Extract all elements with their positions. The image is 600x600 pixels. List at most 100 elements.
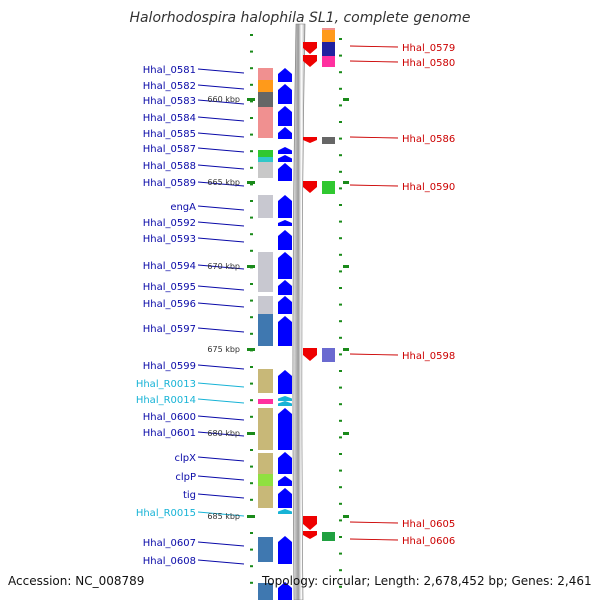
gene-label[interactable]: Hhal_R0013 [136,379,196,390]
position-label: 660 kbp [207,95,240,104]
forward-gene-arrow [278,127,292,139]
gene-label[interactable]: Hhal_0600 [143,412,196,423]
tick-mark [250,117,253,119]
gene-label[interactable]: Hhal_0580 [402,58,455,69]
leader-line [197,327,245,333]
tick-mark [339,320,342,323]
leader-line [197,205,245,211]
reverse-gene-arrow [303,42,317,54]
major-tick [247,265,255,268]
leader-line [349,521,399,524]
forward-gene-arrow [278,155,292,162]
leader-line [197,382,245,388]
gene-segment [322,42,335,56]
forward-gene-track [278,68,292,600]
gene-label[interactable]: Hhal_0595 [143,282,196,293]
forward-gene-arrow [278,316,292,346]
forward-gene-arrow [278,370,292,394]
gene-label[interactable]: Hhal_0606 [402,536,455,547]
gene-label[interactable]: Hhal_0592 [143,218,196,229]
leader-line [197,559,245,565]
scale-ticks [247,34,349,588]
leader-line [197,415,245,421]
leader-line [197,264,245,270]
genome-title: Halorhodospira halophila SL1, complete g… [129,10,471,26]
tick-mark [250,83,253,86]
tick-mark [339,170,342,173]
leader-line [349,538,399,541]
tick-mark [250,150,253,153]
accession-label: Accession: NC_008789 [8,574,145,588]
tick-mark [250,366,253,368]
leader-line [197,511,245,517]
gene-label[interactable]: Hhal_0594 [143,261,196,272]
tick-mark [250,465,253,468]
tick-mark [339,370,342,372]
gene-label[interactable]: Hhal_0596 [143,299,196,310]
tick-mark [250,449,253,451]
gene-segment [258,314,273,346]
forward-gene-arrow [278,147,292,154]
gene-label[interactable]: Hhal_0586 [402,134,455,145]
tick-mark [339,453,342,455]
gene-segment [258,296,273,314]
reverse-gene-arrow [303,516,317,530]
gene-segment [258,92,273,107]
gene-segment [322,348,335,362]
reverse-gene-arrow [303,181,317,193]
tick-mark [250,299,253,302]
tick-mark [339,121,342,123]
gene-label[interactable]: clpP [175,472,196,483]
gene-label[interactable]: clpX [175,453,197,464]
tick-mark [250,382,253,385]
backbone-track [292,23,306,600]
tick-mark [339,104,342,107]
gene-label[interactable]: Hhal_0608 [143,556,196,567]
gene-label[interactable]: Hhal_0587 [143,144,196,155]
gene-segment [258,453,273,474]
gene-label[interactable]: Hhal_0601 [143,428,196,439]
gene-label[interactable]: engA [170,202,196,213]
major-tick [343,432,349,435]
gene-segment [322,137,335,144]
tick-mark [339,469,342,472]
gene-label[interactable]: Hhal_0598 [402,351,455,362]
gene-label[interactable]: Hhal_R0014 [136,395,196,406]
gene-label[interactable]: Hhal_R0015 [136,508,196,519]
gene-label[interactable]: Hhal_0583 [143,96,196,107]
gene-label[interactable]: Hhal_0582 [143,81,196,92]
leader-line [197,99,245,105]
tick-mark [339,585,342,588]
gene-segment [258,583,273,600]
gene-label[interactable]: Hhal_0584 [143,113,196,124]
gene-segment [258,252,273,292]
gene-label[interactable]: Hhal_0605 [402,519,455,530]
gene-label[interactable]: Hhal_0607 [143,538,196,549]
reverse-gene-arrow [303,55,317,67]
tick-mark [339,38,342,40]
gene-label[interactable]: Hhal_0588 [143,161,196,172]
gene-label[interactable]: tig [183,490,196,501]
gene-label[interactable]: Hhal_0599 [143,361,196,372]
leader-line [197,493,245,499]
major-tick [343,348,349,351]
gene-label[interactable]: Hhal_0597 [143,324,196,335]
tick-mark [339,87,342,90]
gene-label[interactable]: Hhal_0585 [143,129,196,140]
tick-mark [250,183,253,186]
gene-label[interactable]: Hhal_0581 [143,65,196,76]
tick-mark [339,519,342,522]
tick-mark [250,532,253,534]
gene-label[interactable]: Hhal_0589 [143,178,196,189]
gene-label[interactable]: Hhal_0590 [402,182,455,193]
tick-mark [339,502,342,505]
tick-mark [250,498,253,501]
leader-line [197,431,245,437]
major-tick [247,432,255,435]
leader-line [349,184,399,187]
forward-gene-arrow [278,452,292,474]
gene-label[interactable]: Hhal_0593 [143,234,196,245]
tick-mark [339,71,342,74]
gene-label[interactable]: Hhal_0579 [402,43,455,54]
